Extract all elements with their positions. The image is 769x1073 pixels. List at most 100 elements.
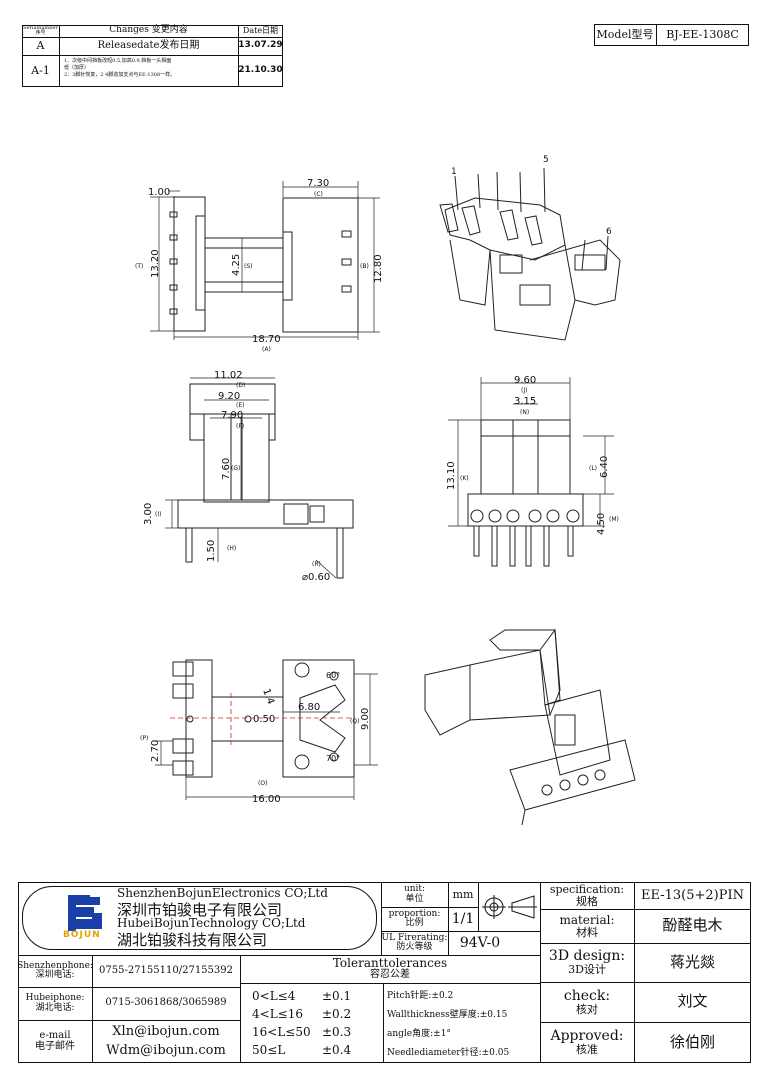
revision-change-a: Releasedate发布日期 (97, 39, 200, 51)
dim-0-60: ⌀0.60 (302, 572, 330, 583)
dim-60-deg: 60° (326, 671, 340, 680)
company-logo-frame (22, 886, 377, 950)
dim-1-4: 1.4 (260, 687, 276, 706)
revision-table (22, 25, 283, 87)
spec-value: EE-13(5+2)PIN (641, 887, 744, 903)
email-values: Xln@ibojun.com Wdm@ibojun.com (92, 1022, 240, 1060)
company-name-cn-2: 湖北铂骏科技有限公司 (117, 931, 268, 949)
design-value: 蒋光燚 (669, 952, 715, 971)
model-box (594, 24, 749, 46)
side-view (169, 196, 359, 333)
dim-12-80: 12.80 (373, 254, 384, 283)
dim-9-60: 9.60 (514, 375, 536, 386)
dim-label-p: (P) (140, 735, 148, 742)
model-value: BJ-EE-1308C (666, 28, 739, 42)
dim-label-q: (Q) (350, 718, 359, 725)
tolerance-row: 16<L≤50±0.3 (252, 1025, 352, 1039)
isometric-view-top (439, 167, 621, 341)
dim-label-f: (F) (236, 423, 244, 430)
dim-label-h: (H) (227, 545, 236, 552)
front-view (177, 383, 354, 579)
company-name-en-2: HubeiBojunTechnology CO;Ltd (117, 916, 306, 930)
dim-label-k: (K) (460, 475, 469, 482)
dim-4-25: 4.25 (231, 254, 242, 276)
approved-value: 徐伯刚 (669, 1032, 715, 1051)
dim-label-r: (R) (312, 561, 321, 568)
unit-value: mm (452, 887, 474, 901)
revision-change-a1: 1、次级中间挡板改短0.5,加高0.9,挡板一头相面 低（加厚） 2：3脚针恢复… (64, 58, 176, 78)
tolerance-notes: Pitch针距:±0.2 Wallthickness壁厚度:±0.15 angl… (387, 991, 510, 1058)
revision-header-date: Date日期 (242, 25, 279, 35)
dim-0-50: 0.50 (253, 714, 275, 725)
dim-9-00: 9.00 (360, 708, 371, 730)
dim-label-c: (C) (314, 191, 323, 198)
tolerance-row: 50≤L±0.4 (252, 1043, 352, 1057)
check-value: 刘文 (677, 992, 708, 1011)
revision-header-changes: Changes 变更内容 (109, 25, 188, 36)
pin-label-1: 1 (451, 167, 457, 177)
dim-7-90: 7.90 (221, 410, 243, 421)
company-name-cn-1: 深圳市铂骏电子有限公司 (117, 901, 283, 919)
dim-3-00: 3.00 (143, 503, 154, 525)
tolerance-row: 0<L≤4±0.1 (252, 989, 352, 1003)
hubei-phone-label: Hubeiphone:湖北电话: (25, 993, 85, 1013)
projection-symbol-icon (482, 895, 537, 919)
dim-1-00: 1.00 (148, 187, 170, 198)
dim-13-20: 13.20 (150, 249, 161, 278)
dim-label-i: (I) (155, 511, 161, 518)
pin-label-5: 5 (543, 155, 549, 165)
check-label: check:核对 (563, 987, 611, 1016)
dim-label-b: (B) (360, 263, 369, 270)
proportion-value: 1/1 (451, 910, 475, 927)
dim-18-70: 18.70 (252, 334, 281, 345)
dim-7-30: 7.30 (307, 178, 329, 189)
dim-6-40: 6.40 (599, 456, 610, 478)
email-link-2[interactable]: Wdm@ibojun.com (106, 1043, 226, 1058)
company-name-en-1: ShenzhenBojunElectronics CO;Ltd (117, 886, 328, 900)
tolerance-ranges: 0<L≤4±0.1 4<L≤16±0.2 16<L≤50±0.3 50≤L±0.… (252, 987, 380, 1059)
revision-date-a: 13.07.29 (238, 40, 283, 51)
dim-16-00: 16.00 (252, 794, 281, 805)
revision-header-serial: Serialnumber序号 (23, 24, 58, 36)
dim-label-e: (E) (236, 402, 244, 409)
logo-text: BOJUN (63, 930, 101, 940)
dim-3-15: 3.15 (514, 396, 536, 407)
ul-label: UL Firerating:防火等级 (381, 932, 448, 952)
dim-label-j: (J) (521, 387, 527, 394)
dim-7-60: 7.60 (221, 458, 232, 480)
design-label: 3D design:3D设计 (548, 948, 626, 977)
dim-1-50: 1.50 (206, 540, 217, 562)
dim-label-n: (N) (520, 409, 529, 416)
email-link-1[interactable]: Xln@ibojun.com (112, 1024, 220, 1039)
model-label: Model型号 (596, 28, 654, 42)
unit-label: unit:单位 (403, 884, 426, 904)
dim-label-o: (O) (258, 780, 267, 787)
isometric-view-bottom (424, 628, 636, 826)
revision-serial-a: A (36, 39, 45, 53)
dim-6-80: 6.80 (298, 702, 320, 713)
dim-4-50: 4.50 (596, 513, 607, 535)
dim-label-l: (L) (589, 465, 597, 472)
bottom-view (172, 659, 355, 778)
hubei-phone-value: 0715-3061868/3065989 (105, 997, 227, 1009)
bojun-logo (68, 895, 102, 931)
dim-label-m: (M) (609, 516, 619, 523)
material-value: 酚醛电木 (662, 916, 723, 935)
end-view (467, 419, 584, 567)
dim-11-02: 11.02 (214, 370, 243, 381)
spec-label: specification:规格 (549, 882, 625, 908)
dim-label-a: (A) (262, 346, 271, 353)
pin-label-6: 6 (606, 227, 612, 237)
material-label: material:材料 (559, 912, 615, 939)
revision-date-a1: 21.10.30 (238, 65, 283, 76)
dim-label-d: (D) (236, 382, 245, 389)
shenzhen-phone-label: Shenzhenphone:深圳电话: (17, 960, 93, 980)
shenzhen-phone-value: 0755-27155110/27155392 (99, 964, 233, 976)
dim-label-g: (G) (231, 465, 240, 472)
dim-label-t: (T) (135, 263, 143, 270)
tolerance-row: 4<L≤16±0.2 (252, 1007, 352, 1021)
dim-label-s: (S) (244, 263, 253, 270)
dim-2-70: 2.70 (150, 740, 161, 762)
